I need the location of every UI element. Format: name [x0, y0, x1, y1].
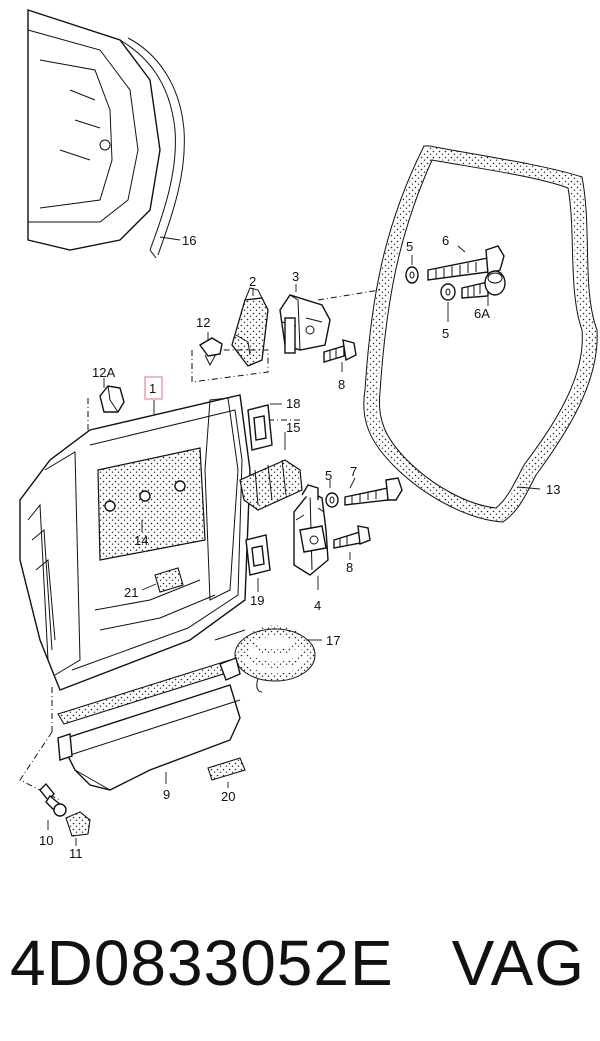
carrier-14	[97, 447, 206, 561]
callout-17: 17	[326, 633, 340, 648]
callout-7: 7	[350, 464, 357, 479]
hinge-3	[279, 294, 331, 354]
callout-12: 12	[196, 315, 210, 330]
bolt-6	[405, 245, 505, 284]
coil-seal-17	[234, 625, 316, 693]
brand-name: VAG	[451, 927, 586, 999]
clip-12a	[99, 385, 125, 413]
callout-16: 16	[182, 233, 196, 248]
door-lock-4	[293, 484, 329, 576]
door-seal-13	[363, 145, 598, 523]
grommet-18	[247, 404, 273, 451]
callout-6a: 6A	[474, 306, 490, 321]
callout-12a: 12A	[92, 365, 115, 380]
callout-2: 2	[249, 274, 256, 289]
callout-15: 15	[286, 420, 300, 435]
door-parts-diagram: 1 2 3 4 5 5 5 6 6A 7 8 8 9 10 11 12 12A …	[19, 9, 598, 861]
door-frame-body	[27, 9, 185, 259]
sill-trim-9	[57, 684, 241, 791]
callout-5-top: 5	[406, 239, 413, 254]
callout-9: 9	[163, 787, 170, 802]
callout-13: 13	[546, 482, 560, 497]
callout-8-upper: 8	[338, 377, 345, 392]
callout-8-lower: 8	[346, 560, 353, 575]
callout-18: 18	[286, 396, 300, 411]
callout-20: 20	[221, 789, 235, 804]
callout-4: 4	[314, 598, 321, 613]
callout-14: 14	[134, 533, 148, 548]
callout-1: 1	[149, 381, 156, 396]
bolt-7	[325, 477, 403, 508]
callout-5-mid: 5	[442, 326, 449, 341]
clip-12	[198, 337, 223, 367]
pad-21	[154, 567, 184, 593]
bolt-6a	[440, 270, 506, 301]
bolt-8-upper	[323, 339, 357, 363]
screw-10	[39, 782, 67, 817]
highlight-box-1	[144, 376, 163, 400]
bolt-8-lower	[333, 525, 371, 549]
part-number-code: 4D0833052E	[10, 927, 394, 999]
callout-3: 3	[292, 269, 299, 284]
callout-10: 10	[39, 833, 53, 848]
cap-11	[65, 811, 91, 837]
sill-strip	[57, 657, 241, 725]
callout-19: 19	[250, 593, 264, 608]
pad-20	[207, 757, 246, 781]
part-number-caption: 4D0833052E VAG	[10, 918, 590, 1008]
door-check-15	[239, 459, 303, 511]
callout-21: 21	[124, 585, 138, 600]
hinge-2	[231, 287, 269, 367]
callout-11: 11	[69, 846, 83, 861]
callout-6: 6	[442, 233, 449, 248]
callout-5-lock: 5	[325, 468, 332, 483]
grommet-19	[245, 534, 271, 576]
